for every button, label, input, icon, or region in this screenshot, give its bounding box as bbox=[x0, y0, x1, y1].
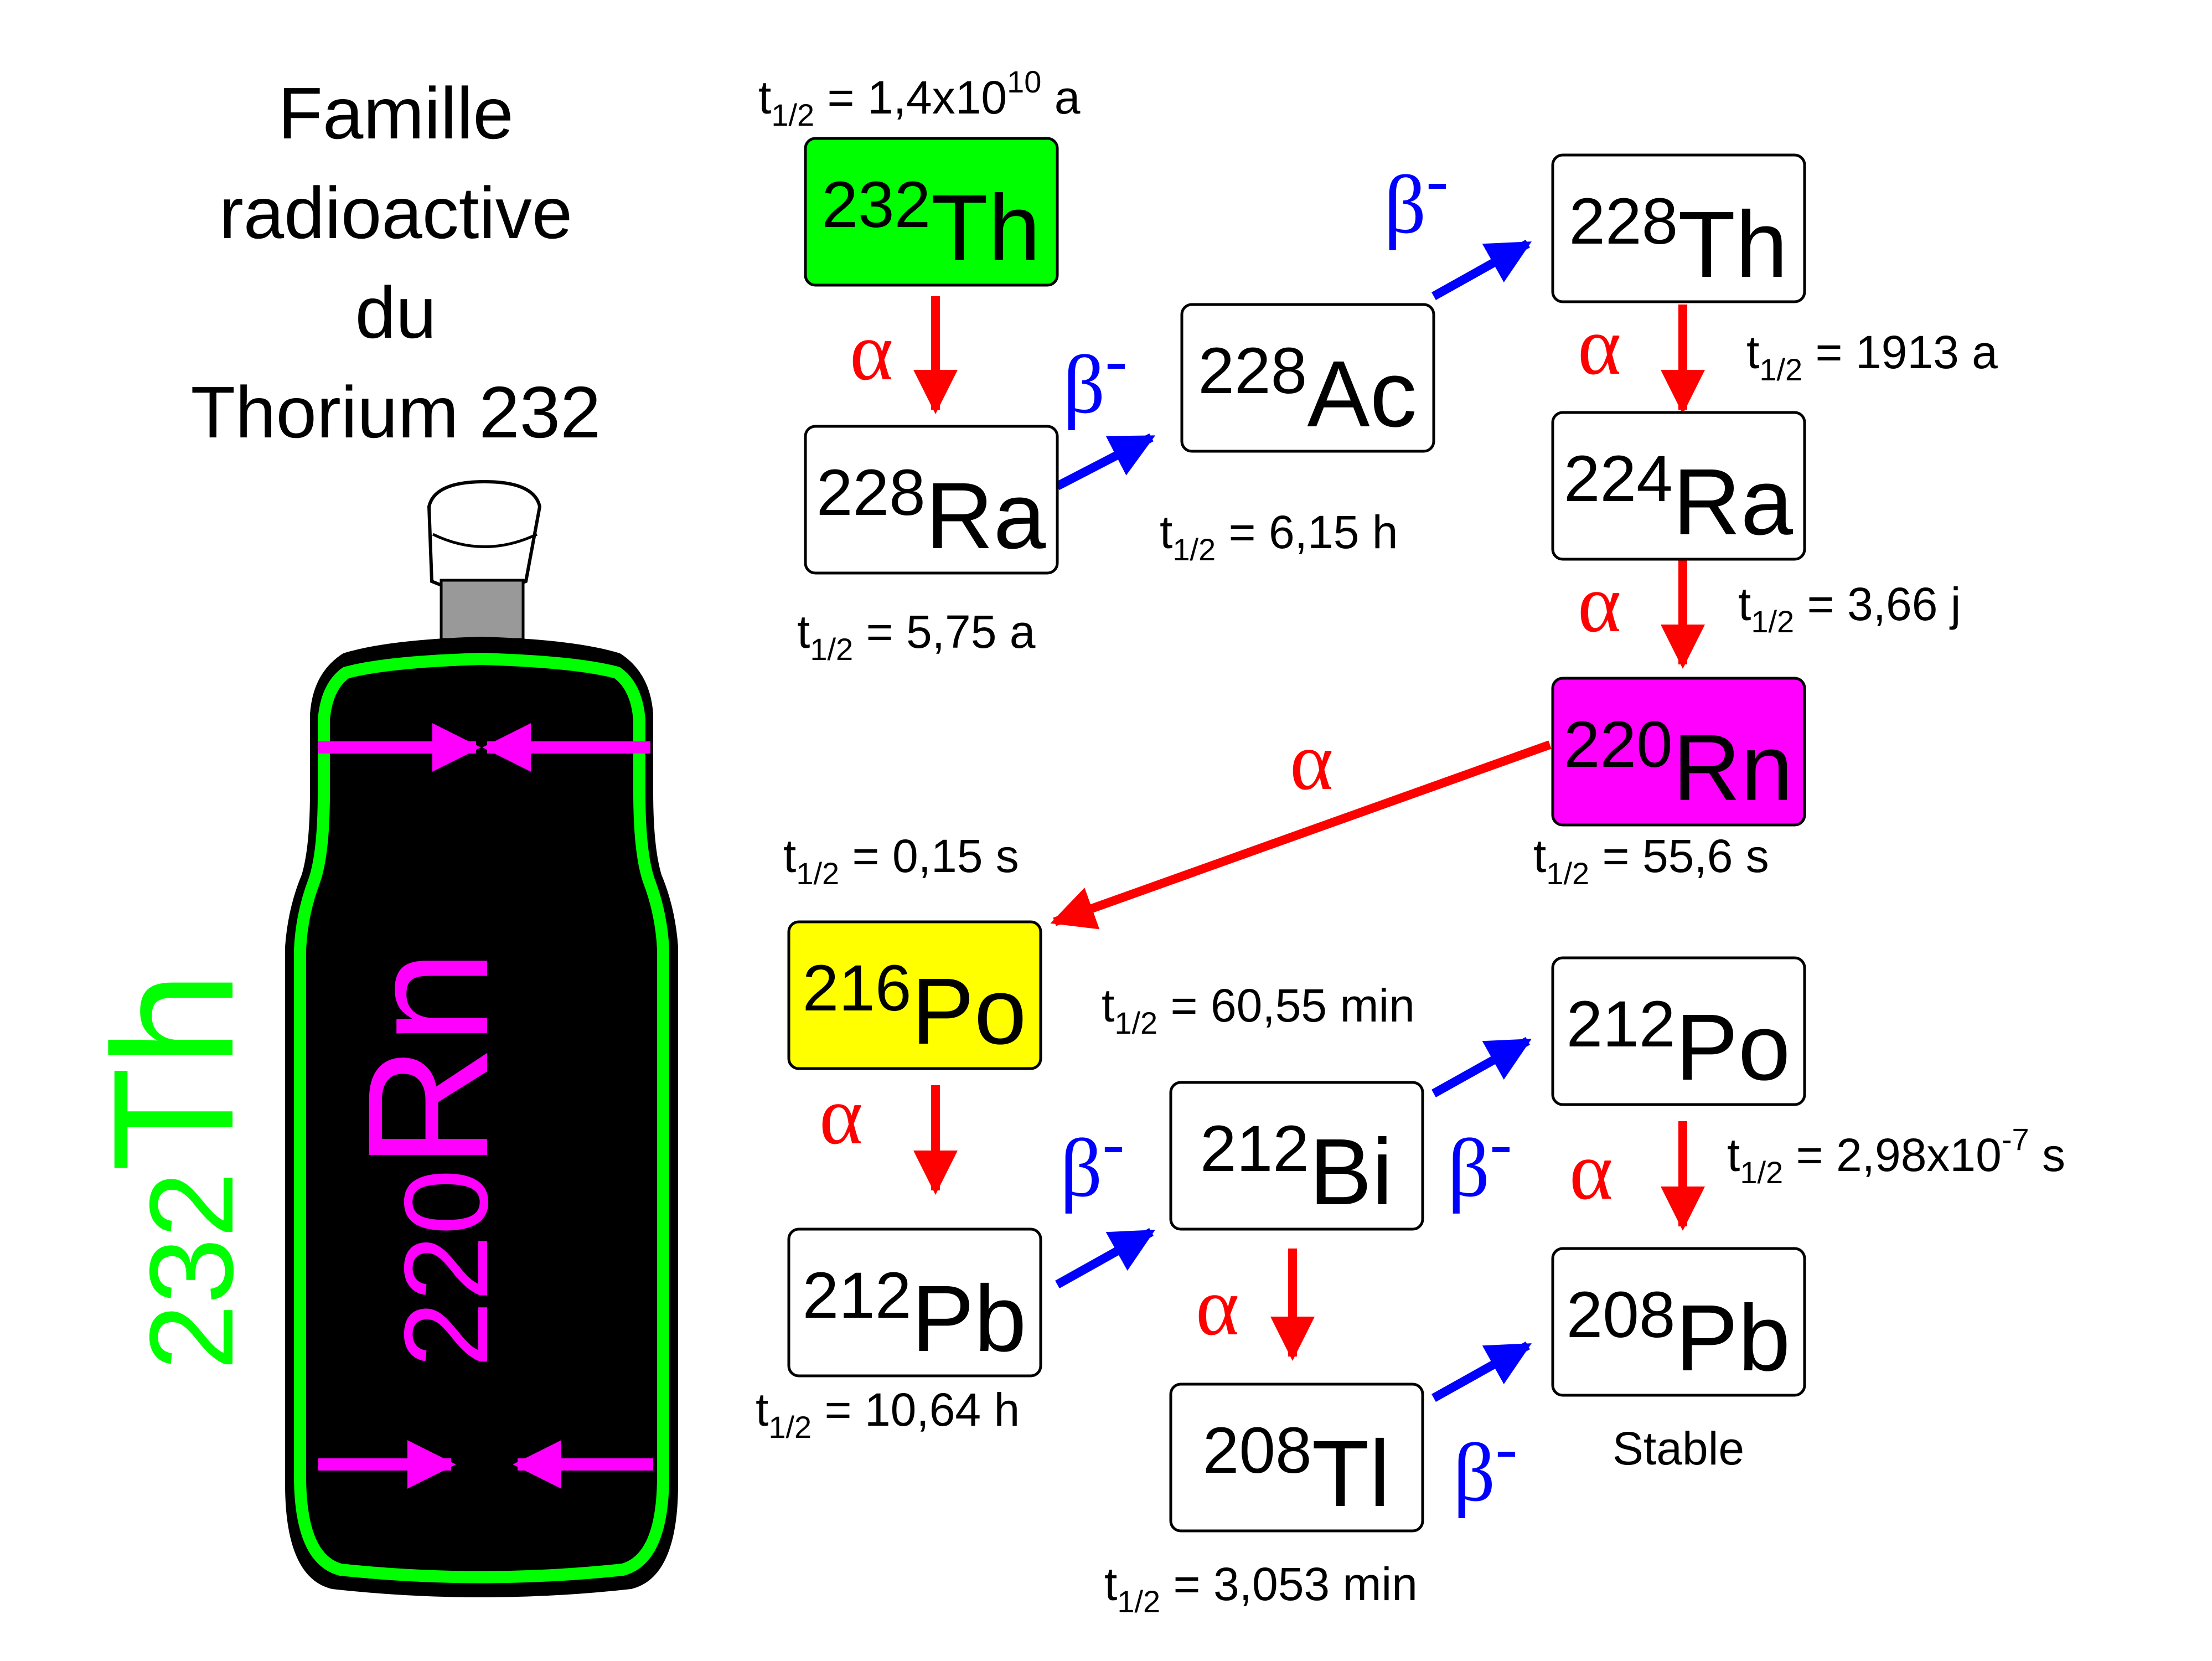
title-line-4: Thorium 232 bbox=[190, 372, 601, 453]
diagram-title: Famille radioactive du Thorium 232 bbox=[190, 73, 601, 453]
nuclide-pb212: 212Pb bbox=[787, 1227, 1042, 1378]
cylinder-green-stripe bbox=[294, 652, 669, 1583]
nuclide-po216: 216Po bbox=[787, 920, 1042, 1070]
nuclide-symbol-ac228: 228Ac bbox=[1198, 334, 1417, 447]
half-life-pb212: t1/2 = 10,64 h bbox=[756, 1384, 1020, 1445]
nuclide-symbol-ra224: 224Ra bbox=[1564, 442, 1794, 555]
nuclide-pb208: 208Pb bbox=[1551, 1247, 1806, 1397]
cylinder-cap bbox=[427, 479, 542, 593]
inner-label-element: Rn bbox=[332, 950, 524, 1169]
decay-label-beta-ra228-ac228: β- bbox=[1063, 323, 1127, 431]
nuclide-symbol-ra228: 228Ra bbox=[816, 456, 1046, 569]
nuclide-ra224: 224Ra bbox=[1551, 411, 1806, 561]
half-life-ra224: t1/2 = 3,66 j bbox=[1738, 578, 1961, 639]
decay-label-beta-tl208-pb208: β- bbox=[1453, 1411, 1517, 1519]
inner-label-mass: 220 bbox=[379, 1169, 513, 1368]
nuclide-rn220: 220Rn bbox=[1551, 677, 1806, 827]
decay-label-beta-bi212-po212: β- bbox=[1448, 1106, 1512, 1214]
nuclide-box-tl208 bbox=[1169, 1383, 1424, 1533]
cylinder-body bbox=[285, 637, 678, 1597]
cylinder-outer-label: 232Th bbox=[77, 972, 269, 1371]
decay-label-alpha-po212-pb208: α bbox=[1569, 1125, 1613, 1217]
decay-label-alpha-th228-ra224: α bbox=[1578, 300, 1621, 392]
nuclide-po212: 212Po bbox=[1551, 956, 1806, 1106]
outer-label-mass: 232 bbox=[125, 1172, 258, 1370]
decay-arrow-rn220-po216 bbox=[1050, 740, 1552, 930]
half-life-labels: t1/2 = 1,4x1010 a t1/2 = 5,75 a t1/2 = 6… bbox=[756, 64, 2065, 1619]
half-life-rn220: t1/2 = 55,6 s bbox=[1533, 830, 1769, 891]
title-line-3: du bbox=[355, 272, 437, 353]
nuclide-box-pb208 bbox=[1551, 1247, 1806, 1397]
stable-label-pb208: Stable bbox=[1613, 1422, 1744, 1474]
nuclide-symbol-th232: 232Th bbox=[821, 168, 1040, 281]
half-life-ac228: t1/2 = 6,15 h bbox=[1160, 506, 1398, 567]
half-life-bi212: t1/2 = 60,55 min bbox=[1102, 979, 1415, 1040]
nuclide-box-po212 bbox=[1551, 956, 1806, 1106]
nuclide-symbol-tl208: 208Tl bbox=[1203, 1414, 1391, 1526]
nuclide-box-pb212 bbox=[787, 1227, 1042, 1378]
nuclide-tl208: 208Tl bbox=[1169, 1383, 1424, 1533]
nuclide-symbol-bi212: 212Bi bbox=[1200, 1112, 1393, 1225]
nuclide-box-ra224 bbox=[1551, 411, 1806, 561]
decay-arrow-tl208-pb208 bbox=[1431, 1342, 1532, 1402]
half-life-th232: t1/2 = 1,4x1010 a bbox=[758, 64, 1081, 132]
decay-arrow-ac228-th228 bbox=[1431, 240, 1532, 300]
outer-label-element: Th bbox=[77, 972, 269, 1172]
cylinder-inner-label: 220Rn bbox=[332, 950, 524, 1368]
nuclide-symbol-th228: 228Th bbox=[1569, 185, 1787, 297]
title-line-1: Famille bbox=[278, 73, 513, 154]
decay-arrow-ra228-ac228 bbox=[1055, 433, 1156, 491]
half-life-po212: t1/2 = 2,98x10-7 s bbox=[1727, 1122, 2065, 1190]
nuclide-symbol-po216: 216Po bbox=[803, 952, 1027, 1064]
decay-label-alpha-po216-pb212: α bbox=[819, 1070, 863, 1162]
nuclide-box-th232 bbox=[804, 137, 1059, 287]
nuclide-box-po216 bbox=[787, 920, 1042, 1070]
nuclide-ra228: 228Ra bbox=[804, 425, 1059, 575]
decay-arrow-bi212-po212 bbox=[1431, 1037, 1532, 1097]
decay-label-alpha-rn220-po216: α bbox=[1290, 715, 1334, 807]
decay-arrow-pb212-bi212 bbox=[1055, 1228, 1155, 1288]
cylinder-cap-rim bbox=[432, 533, 538, 548]
decay-label-beta-ac228-th228: β- bbox=[1384, 143, 1448, 251]
nuclide-box-ra228 bbox=[804, 425, 1059, 575]
nuclide-symbol-rn220: 220Rn bbox=[1564, 708, 1793, 821]
gas-cylinder-icon: 220Rn bbox=[285, 479, 678, 1597]
nuclide-box-th228 bbox=[1551, 153, 1806, 303]
nuclide-ac228: 228Ac bbox=[1180, 303, 1435, 453]
half-life-po216: t1/2 = 0,15 s bbox=[783, 830, 1019, 891]
decay-label-alpha-ra224-rn220: α bbox=[1578, 558, 1621, 649]
nuclide-box-bi212 bbox=[1169, 1081, 1424, 1231]
decay-arrows bbox=[913, 240, 1705, 1402]
nuclide-th232: 232Th bbox=[804, 137, 1059, 287]
half-life-ra228: t1/2 = 5,75 a bbox=[797, 606, 1036, 667]
decay-label-alpha-bi212-tl208: α bbox=[1196, 1261, 1239, 1353]
nuclide-th228: 228Th bbox=[1551, 153, 1806, 303]
nuclide-box-rn220 bbox=[1551, 677, 1806, 827]
decay-mode-labels: α β- β- α α α α β- β- α α β- bbox=[819, 143, 1621, 1519]
nuclide-bi212: 212Bi bbox=[1169, 1081, 1424, 1231]
title-line-2: radioactive bbox=[219, 172, 572, 254]
cylinder-neck bbox=[440, 579, 525, 641]
half-life-tl208: t1/2 = 3,053 min bbox=[1104, 1558, 1418, 1619]
nuclide-symbol-pb208: 208Pb bbox=[1567, 1278, 1791, 1391]
decay-label-alpha-th232-ra228: α bbox=[850, 306, 893, 398]
nuclide-box-ac228 bbox=[1180, 303, 1435, 453]
nuclide-symbol-pb212: 212Pb bbox=[803, 1259, 1027, 1371]
half-life-th228: t1/2 = 1913 a bbox=[1746, 326, 1998, 387]
nuclide-symbol-po212: 212Po bbox=[1567, 988, 1791, 1100]
decay-label-beta-pb212-bi212: β- bbox=[1060, 1106, 1124, 1214]
